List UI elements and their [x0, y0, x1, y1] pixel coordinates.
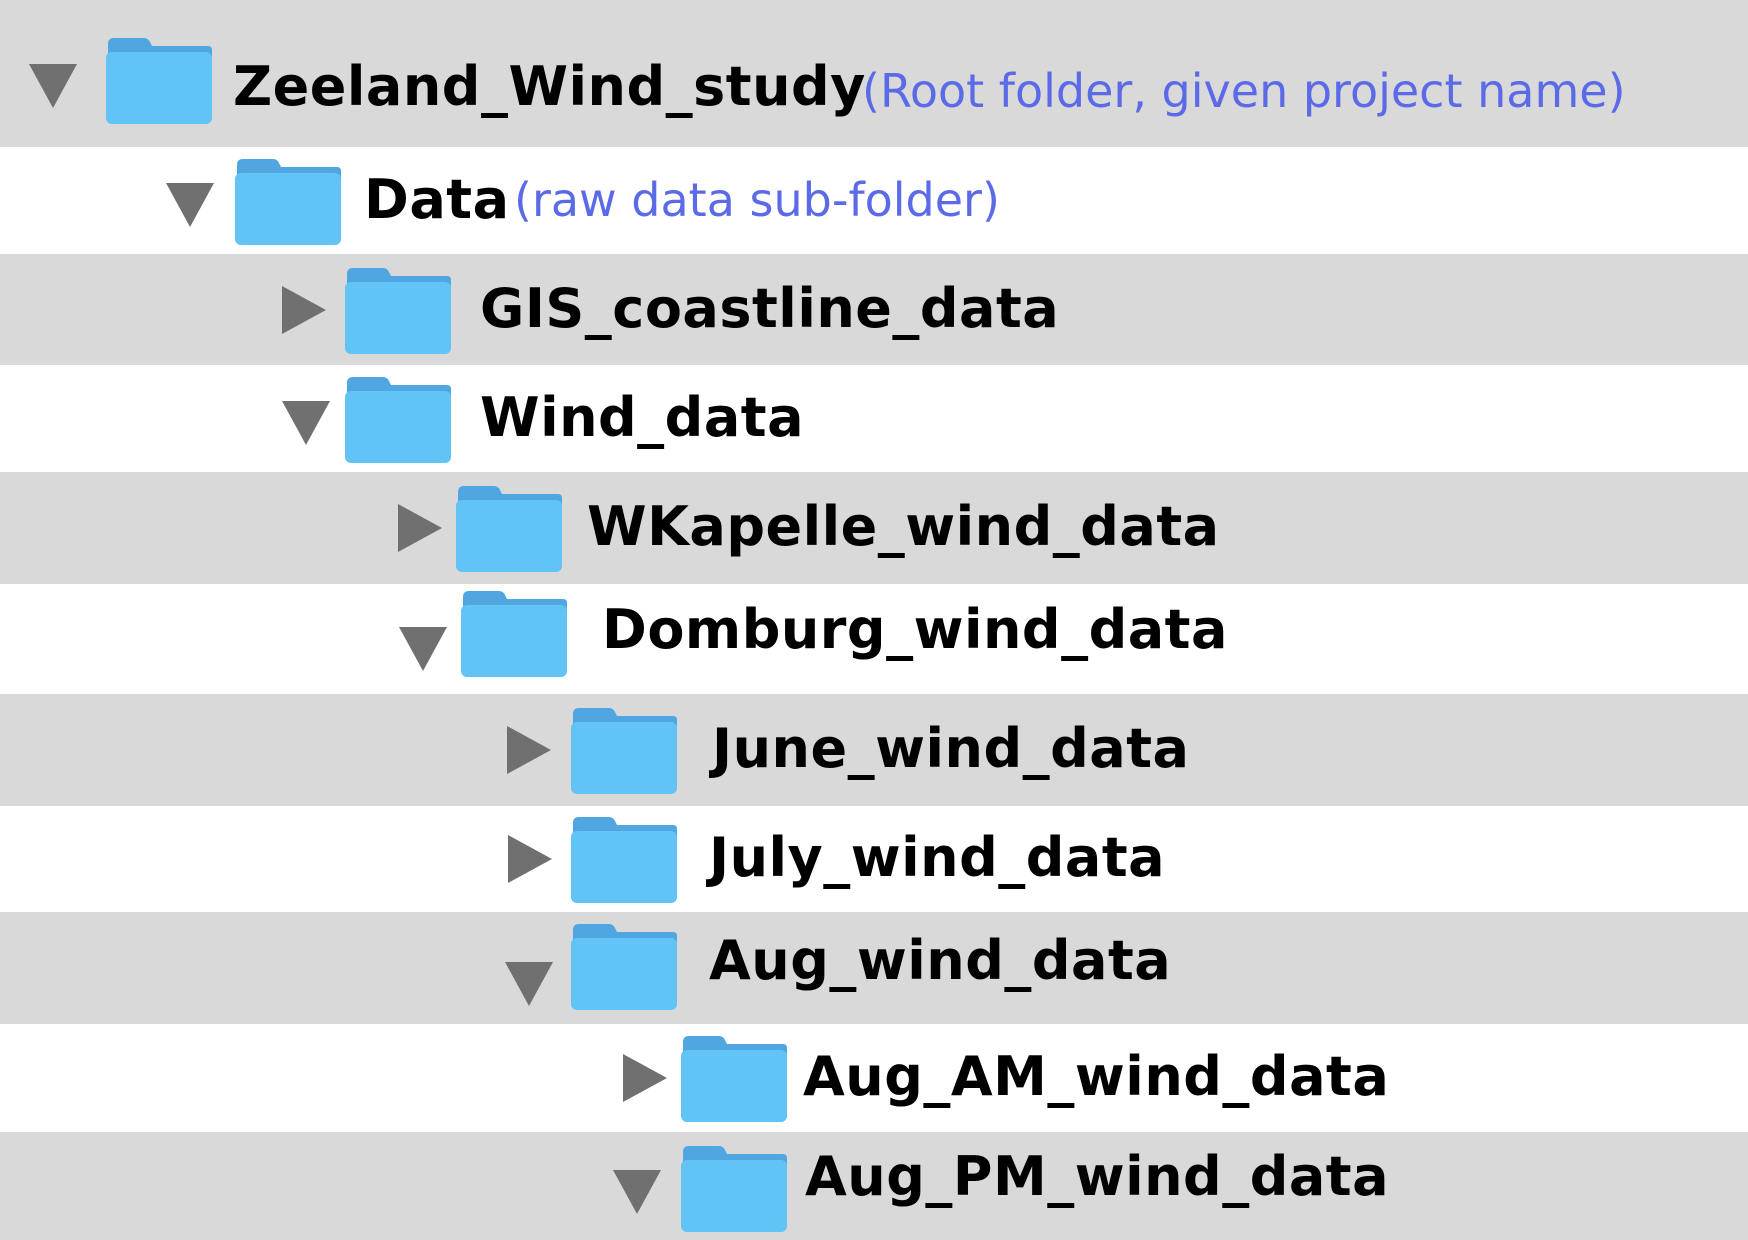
folder-label[interactable]: Zeeland_Wind_study [233, 54, 866, 118]
folder-icon [569, 922, 679, 1012]
folder-label[interactable]: GIS_coastline_data [480, 276, 1060, 340]
folder-annotation: (Root folder, given project name) [862, 63, 1626, 118]
tree-row-domburg-wind-data[interactable]: Domburg_wind_data [0, 584, 1748, 694]
expand-toggle-expanded-icon[interactable] [505, 962, 553, 1006]
folder-icon [679, 1144, 789, 1234]
tree-row-wind-data[interactable]: Wind_data [0, 365, 1748, 472]
tree-row-data[interactable]: Data (raw data sub-folder) [0, 147, 1748, 254]
folder-label[interactable]: June_wind_data [712, 717, 1190, 781]
folder-label[interactable]: Wind_data [480, 385, 805, 449]
folder-label[interactable]: Domburg_wind_data [602, 598, 1228, 662]
expand-toggle-expanded-icon[interactable] [399, 627, 447, 671]
folder-annotation: (raw data sub-folder) [514, 172, 1000, 227]
folder-icon [343, 266, 453, 356]
expand-toggle-collapsed-icon[interactable] [282, 285, 326, 334]
folder-label[interactable]: WKapelle_wind_data [587, 495, 1220, 559]
tree-row-gis-coastline-data[interactable]: GIS_coastline_data [0, 254, 1748, 365]
folder-icon [569, 815, 679, 905]
folder-label[interactable]: Aug_PM_wind_data [805, 1145, 1390, 1209]
folder-label[interactable]: Data [364, 167, 510, 231]
expand-toggle-expanded-icon[interactable] [282, 400, 330, 445]
tree-row-aug-wind-data[interactable]: Aug_wind_data [0, 912, 1748, 1024]
folder-icon [343, 375, 453, 465]
expand-toggle-collapsed-icon[interactable] [398, 504, 442, 552]
expand-toggle-collapsed-icon[interactable] [508, 835, 552, 883]
tree-row-zeeland-wind-study[interactable]: Zeeland_Wind_study (Root folder, given p… [0, 0, 1748, 147]
folder-icon [233, 157, 343, 247]
tree-row-aug-pm-wind-data[interactable]: Aug_PM_wind_data [0, 1132, 1748, 1240]
folder-label[interactable]: Aug_AM_wind_data [803, 1045, 1390, 1109]
folder-label[interactable]: Aug_wind_data [709, 929, 1172, 993]
folder-icon [454, 484, 564, 574]
expand-toggle-expanded-icon[interactable] [166, 182, 214, 227]
folder-icon [569, 706, 679, 796]
expand-toggle-collapsed-icon[interactable] [507, 726, 551, 774]
folder-icon [679, 1034, 789, 1124]
tree-row-wkapelle-wind-data[interactable]: WKapelle_wind_data [0, 472, 1748, 584]
expand-toggle-expanded-icon[interactable] [29, 63, 77, 108]
tree-row-aug-am-wind-data[interactable]: Aug_AM_wind_data [0, 1024, 1748, 1132]
folder-icon [459, 589, 569, 679]
folder-icon [104, 36, 214, 126]
folder-label[interactable]: July_wind_data [709, 826, 1166, 890]
tree-row-july-wind-data[interactable]: July_wind_data [0, 806, 1748, 912]
expand-toggle-collapsed-icon[interactable] [623, 1054, 667, 1102]
tree-row-june-wind-data[interactable]: June_wind_data [0, 694, 1748, 806]
expand-toggle-expanded-icon[interactable] [613, 1170, 661, 1214]
